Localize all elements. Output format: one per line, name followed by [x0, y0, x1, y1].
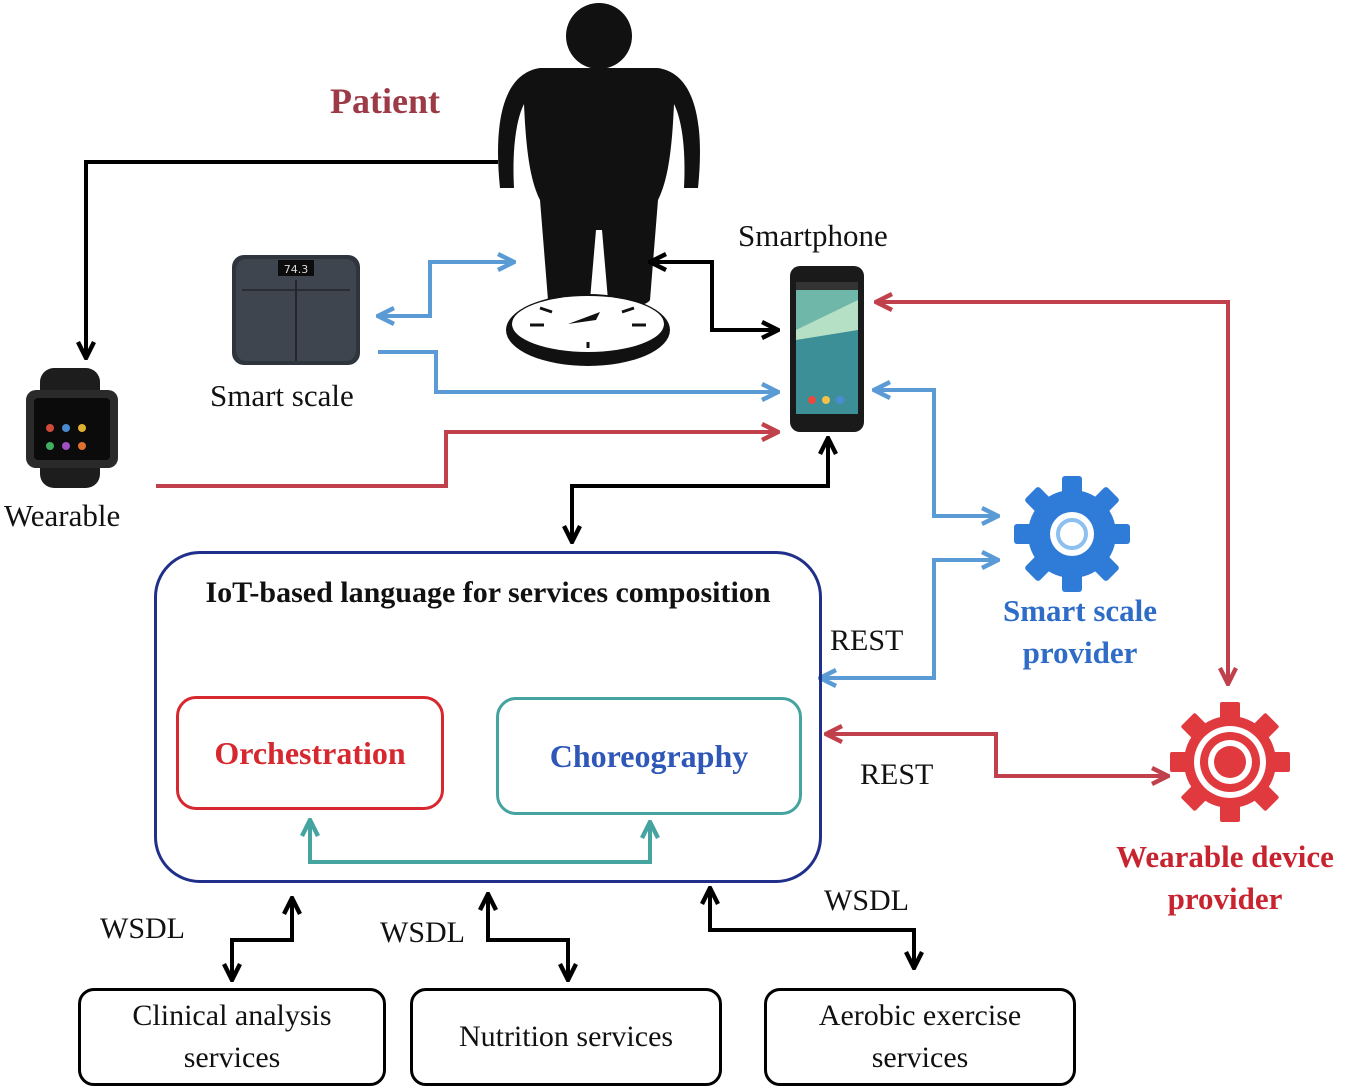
arrow-platform-nutrition [488, 896, 568, 978]
rest-label-wearable-provider: REST [860, 758, 934, 791]
orchestration-box: Orchestration [176, 696, 444, 810]
smartphone-label: Smartphone [738, 218, 888, 253]
red-gear-icon [1170, 702, 1290, 822]
choreography-label: Choreography [549, 737, 749, 774]
smart-scale-label: Smart scale [210, 378, 354, 413]
rest-label-scale-provider: REST [830, 624, 904, 657]
choreography-box: Choreography [496, 697, 802, 815]
arrow-patient-smartphone [652, 262, 776, 330]
arrow-smartphone-scale-provider [876, 390, 996, 516]
smartphone-icon [790, 266, 864, 432]
wsdl-label-aerobic: WSDL [824, 884, 909, 917]
arrow-scale-provider-platform [822, 560, 996, 678]
smartwatch-icon [26, 368, 118, 488]
bathroom-scale-icon [506, 294, 670, 366]
arrow-orchestration-choreography [310, 822, 650, 864]
arrow-smartscale-to-smartphone [378, 350, 776, 392]
arrow-platform-clinical [232, 900, 292, 978]
blue-gear-icon [1014, 476, 1130, 592]
clinical-analysis-services-label: Clinical analysis services [132, 999, 332, 1074]
iot-platform-box [154, 551, 822, 883]
arrow-platform-aerobic [710, 890, 914, 966]
wsdl-label-nutrition: WSDL [380, 916, 465, 949]
arrow-smartphone-platform [572, 440, 828, 540]
clinical-analysis-services-box: Clinical analysis services [78, 988, 386, 1086]
wsdl-label-clinical: WSDL [100, 912, 185, 945]
iot-platform-title: IoT-based language for services composit… [205, 576, 771, 609]
arrow-smartscale-patient [380, 262, 512, 316]
arrow-smartphone-wearable-provider [878, 302, 1228, 682]
wearable-label: Wearable [4, 498, 121, 533]
orchestration-label: Orchestration [214, 734, 406, 771]
patient-label: Patient [330, 81, 440, 121]
wearable-device-provider-label: Wearable device provider [1116, 839, 1334, 916]
smart-scale-device-icon: 74.3 [232, 255, 360, 365]
arrow-wearable-provider-platform [828, 734, 1166, 776]
arrow-patient-to-wearable [86, 160, 498, 356]
nutrition-services-box: Nutrition services [410, 988, 722, 1086]
aerobic-exercise-services-box: Aerobic exercise services [764, 988, 1076, 1086]
patient-silhouette-icon [498, 3, 700, 306]
arrow-wearable-to-smartphone [156, 432, 776, 488]
scale-display-reading: 74.3 [284, 263, 309, 276]
smart-scale-provider-label: Smart scale provider [1002, 593, 1158, 670]
aerobic-exercise-services-label: Aerobic exercise services [818, 999, 1022, 1074]
nutrition-services-label: Nutrition services [458, 1020, 674, 1053]
